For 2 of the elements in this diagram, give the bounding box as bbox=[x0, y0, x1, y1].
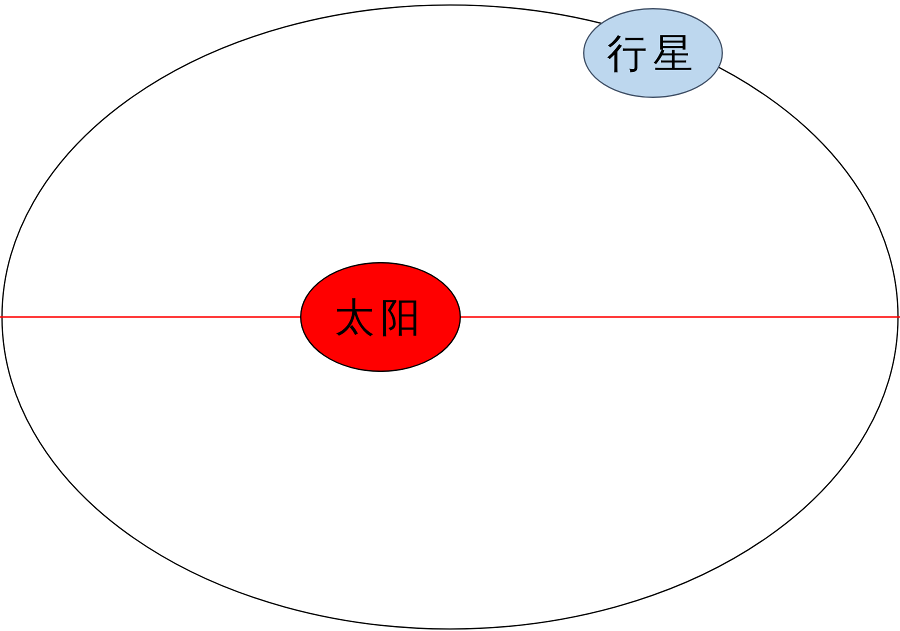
planet-ellipse: 行星 bbox=[583, 8, 723, 98]
sun-ellipse: 太阳 bbox=[300, 262, 461, 372]
